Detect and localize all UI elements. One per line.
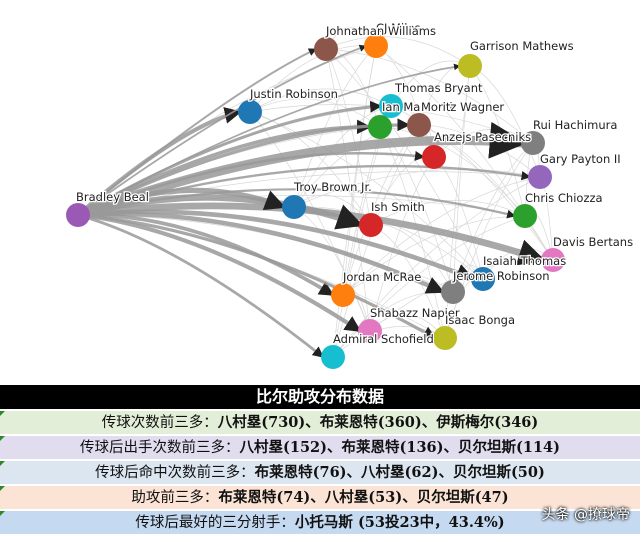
- label-isaac-bonga: Isaac Bonga: [445, 313, 515, 327]
- stats-rows: 传球次数前三多：八村塁(730)、布莱恩特(360)、伊斯梅尔(346)传球后出…: [0, 411, 640, 534]
- node-isaiah-thomas[interactable]: [471, 267, 495, 291]
- background-edge: [249, 88, 392, 113]
- stats-row: 传球后命中次数前三多：布莱恩特(76)、八村塁(62)、贝尔坦斯(50): [0, 461, 640, 484]
- label-thomas-bryant: Thomas Bryant: [394, 81, 483, 95]
- label-moritz-wagner: Moritz Wagner: [421, 100, 504, 114]
- stats-row-label: 传球次数前三多：: [101, 415, 218, 431]
- edge-to-johnathan-williams: [77, 48, 317, 216]
- edge-to-isaiah-thomas: [77, 209, 475, 282]
- node-ish-smith[interactable]: [359, 213, 383, 237]
- node-justin-robinson[interactable]: [238, 100, 262, 124]
- node-rui-hachimura[interactable]: [521, 131, 545, 155]
- background-edge: [293, 45, 377, 208]
- node-admiral-schofield[interactable]: [321, 345, 345, 369]
- background-edge: [342, 176, 541, 296]
- stats-row: 传球后最好的三分射手：小托马斯 (53投23中，43.4%): [0, 511, 640, 534]
- edge-to-anzejs-pasecniks: [77, 150, 425, 217]
- node-bradley-beal[interactable]: [66, 203, 90, 227]
- label-rui-hachimura: Rui Hachimura: [533, 118, 617, 132]
- node-isaac-bonga[interactable]: [433, 326, 457, 350]
- label-troy-brown-jr: Troy Brown Jr.: [293, 180, 372, 194]
- background-edge: [325, 36, 471, 67]
- stats-row-value: 八村塁(152)、布莱恩特(136)、贝尔坦斯(114): [239, 439, 560, 456]
- stats-row-label: 助攻前三多：: [131, 490, 219, 506]
- background-edge: [249, 98, 381, 128]
- stats-row-value: 布莱恩特(76)、八村塁(62)、贝尔坦斯(50): [254, 464, 545, 481]
- assist-edges: [76, 44, 546, 359]
- label-admiral-schofield: Admiral Schofield: [333, 332, 434, 346]
- edge-to-admiral-schofield: [77, 213, 324, 359]
- stats-row-label: 传球后命中次数前三多：: [95, 465, 255, 481]
- node-jerome-robinson[interactable]: [441, 280, 465, 304]
- stats-row-label: 传球后出手次数前三多：: [80, 440, 240, 456]
- background-edge: [370, 199, 526, 226]
- node-jordan-mcrae[interactable]: [331, 283, 355, 307]
- stats-row-value: 布莱恩特(74)、八村塁(53)、贝尔坦斯(47): [218, 489, 509, 506]
- label-isaiah-thomas: Isaiah Thomas: [483, 254, 566, 268]
- stats-row-value: 小托马斯 (53投23中，43.4%): [294, 514, 505, 531]
- background-edge: [325, 48, 371, 332]
- edge-to-jordan-mcrae: [77, 213, 335, 297]
- node-moritz-wagner[interactable]: [407, 113, 431, 137]
- node-anzejs-pasecniks[interactable]: [422, 145, 446, 169]
- background-edge: [342, 215, 526, 296]
- stats-row: 传球后出手次数前三多：八村塁(152)、布莱恩特(136)、贝尔坦斯(114): [0, 436, 640, 459]
- node-chris-chiozza[interactable]: [513, 204, 537, 228]
- edge-to-garrison-mathews: [77, 63, 461, 216]
- label-jordan-mcrae: Jordan McRae: [342, 270, 421, 284]
- node-ian-mahinmi[interactable]: [368, 115, 392, 139]
- watermark: 头条 @撩球帝: [541, 507, 630, 523]
- label-ish-smith: Ish Smith: [371, 200, 425, 214]
- stats-row-value: 八村塁(730)、布莱恩特(360)、伊斯梅尔(346): [217, 414, 539, 431]
- background-edge: [325, 48, 372, 226]
- panel-title: 比尔助攻分布数据: [0, 385, 640, 409]
- node-garrison-mathews[interactable]: [458, 54, 482, 78]
- label-davis-bertans: Davis Bertans: [553, 235, 633, 249]
- background-edge: [418, 124, 554, 261]
- label-chris-chiozza: Chris Chiozza: [525, 191, 603, 205]
- edge-to-isaac-bonga: [77, 213, 437, 340]
- stats-row: 传球次数前三多：八村塁(730)、布莱恩特(360)、伊斯梅尔(346): [0, 411, 640, 434]
- node-shabazz-napier[interactable]: [358, 319, 382, 343]
- label-jerome-robinson: Jerome Robinson: [452, 269, 550, 283]
- node-johnathan-williams[interactable]: [314, 37, 338, 61]
- assist-stats-panel: 比尔助攻分布数据 传球次数前三多：八村塁(730)、布莱恩特(360)、伊斯梅尔…: [0, 385, 640, 534]
- label-gary-payton-ii: Gary Payton II: [540, 152, 621, 166]
- label-garrison-mathews: Garrison Mathews: [470, 39, 574, 53]
- label-cj-miles: CJ Miles: [376, 21, 420, 35]
- label-johnathan-williams: Johnathan Williams: [325, 24, 436, 38]
- stats-row: 助攻前三多：布莱恩特(74)、八村塁(53)、贝尔坦斯(47): [0, 486, 640, 509]
- label-ian-mahinmi: Ian Mahinmi: [382, 100, 453, 114]
- label-shabazz-napier: Shabazz Napier: [370, 306, 460, 320]
- edge-to-chris-chiozza: [77, 188, 516, 219]
- background-edge: [332, 45, 377, 358]
- node-troy-brown-jr[interactable]: [282, 195, 306, 219]
- background-edge: [293, 168, 541, 208]
- node-gary-payton-ii[interactable]: [528, 165, 552, 189]
- background-edge: [539, 176, 554, 261]
- label-bradley-beal: Bradley Beal: [76, 190, 149, 204]
- node-cj-miles[interactable]: [364, 34, 388, 58]
- node-davis-bertans[interactable]: [541, 248, 565, 272]
- background-edge: [379, 126, 526, 217]
- edge-to-gary-payton-ii: [77, 164, 531, 217]
- node-thomas-bryant[interactable]: [379, 94, 403, 118]
- label-justin-robinson: Justin Robinson: [249, 87, 338, 101]
- stats-row-label: 传球后最好的三分射手：: [135, 515, 295, 531]
- label-anzejs-pasecniks: Anzejs Pasecniks: [434, 130, 531, 144]
- background-edge: [342, 124, 420, 296]
